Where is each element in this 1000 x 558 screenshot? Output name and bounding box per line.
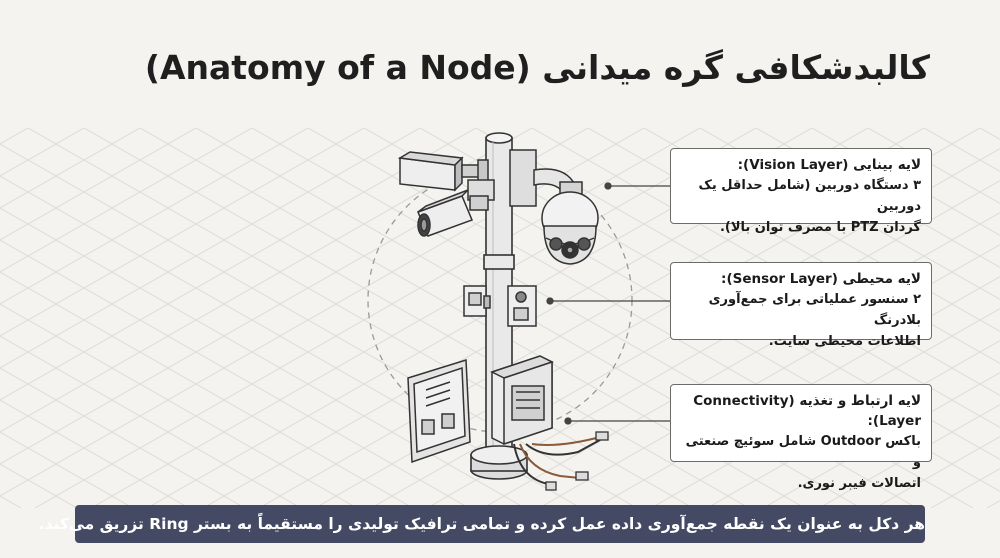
summary-banner: هر دکل به عنوان یک نقطه جمع‌آوری داده عم… xyxy=(39,505,925,543)
connectivity-layer-line-1: باکس Outdoor شامل سوئیچ صنعتی و xyxy=(685,434,921,470)
outdoor-box xyxy=(407,355,554,464)
sensor-left xyxy=(463,285,491,317)
sensor-right xyxy=(507,285,537,327)
vision-layer-callout: لایه بینایی (Vision Layer): ۳ دستگاه دور… xyxy=(670,148,932,235)
ptz-camera xyxy=(509,149,599,265)
vision-layer-line-2: گردان PTZ با مصرف توان بالا). xyxy=(719,220,921,235)
sensor-layer-line-2: اطلاعات محیطی سایت. xyxy=(768,334,921,349)
sensor-layer-line-1: ۲ سنسور عملیاتی برای جمع‌آوری بلادرنگ xyxy=(708,292,921,328)
connectivity-layer-callout: لایه ارتباط و تغذیه (Connectivity Layer)… xyxy=(670,384,932,491)
leader-lines xyxy=(546,182,670,425)
vision-layer-line-1: ۳ دستگاه دوربین (شامل حداقل یک دوربین xyxy=(698,178,921,214)
fiber-cables xyxy=(513,431,609,491)
vision-layer-heading: لایه بینایی (Vision Layer): xyxy=(737,157,921,173)
bullet-camera-lower xyxy=(417,189,489,237)
connectivity-layer-line-2: اتصالات فیبر نوری. xyxy=(797,476,921,491)
sensor-layer-callout: لایه محیطی (Sensor Layer): ۲ سنسور عملیا… xyxy=(670,262,932,349)
sensor-layer-heading: لایه محیطی (Sensor Layer): xyxy=(721,271,921,287)
connectivity-layer-heading: لایه ارتباط و تغذیه (Connectivity Layer)… xyxy=(693,393,921,429)
page-title: کالبدشکافی گره میدانی (Anatomy of a Node… xyxy=(144,48,930,87)
